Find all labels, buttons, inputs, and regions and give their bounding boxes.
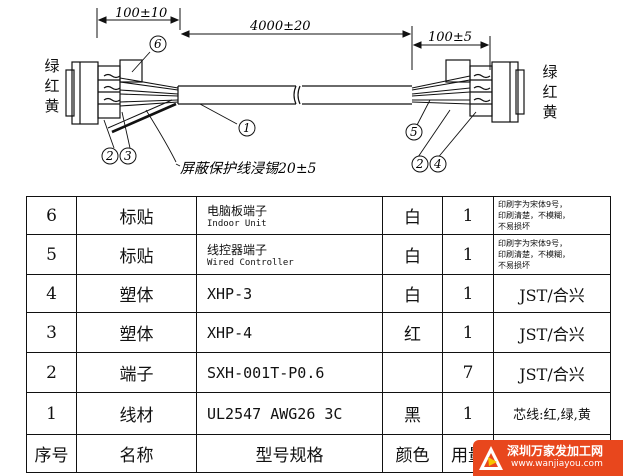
dimension-left-lead-label: 100±10 [115, 6, 167, 21]
name-cell: 端子 [76, 352, 197, 393]
svg-text:2: 2 [415, 157, 424, 171]
left-wire-colors: 绿 红 黄 [42, 56, 62, 116]
svg-text:6: 6 [154, 37, 162, 51]
dimension-right-lead [412, 36, 491, 70]
table-row: 4 塑体 XHP-3 白 1 JST/合兴 [26, 274, 611, 313]
model-sub-text: Indoor Unit [207, 219, 267, 229]
callout-5: 5 [405, 123, 423, 141]
seq-cell: 3 [26, 312, 77, 353]
color-cell: 白 [382, 196, 443, 235]
note-cell: 印刷字为宋体9号， 印刷清楚，不模糊， 不易损坏 [493, 234, 611, 275]
seq-cell: 6 [26, 196, 77, 235]
table-row: 6 标贴 电脑板端子 Indoor Unit 白 1 印刷字为宋体9号， 印刷清… [26, 196, 611, 235]
color-cell: 黑 [382, 392, 443, 435]
note-cell: JST/合兴 [493, 274, 611, 313]
note-line: 印刷清楚，不模糊， [498, 250, 570, 259]
note-line: 印刷字为宋体9号， [498, 200, 568, 209]
note-cell: JST/合兴 [493, 352, 611, 393]
callout-6: 6 [149, 35, 167, 53]
svg-text:4: 4 [433, 157, 442, 171]
color-cell: 白 [382, 274, 443, 313]
note-line: 印刷清楚，不模糊， [498, 211, 570, 220]
right-color-green: 绿 [542, 63, 558, 81]
model-cell: UL2547 AWG26 3C [196, 392, 383, 435]
qty-cell: 1 [442, 196, 494, 235]
right-color-red: 红 [542, 83, 558, 101]
svg-text:3: 3 [124, 149, 132, 163]
callout-1: 1 [238, 119, 256, 137]
qty-cell: 1 [442, 234, 494, 275]
left-color-green: 绿 [44, 57, 60, 75]
dimension-right-lead-label: 100±5 [428, 30, 472, 45]
seq-cell: 1 [26, 392, 77, 435]
table-row: 5 标贴 线控器端子 Wired Controller 白 1 印刷字为宋体9号… [26, 234, 611, 275]
callout-leaders [103, 51, 477, 167]
model-cell: 电脑板端子 Indoor Unit [196, 196, 383, 235]
watermark-text: 深圳万家发加工网 [507, 444, 604, 458]
note-cell: 芯线:红,绿,黄 [493, 392, 611, 435]
header-color: 颜色 [382, 434, 443, 473]
seq-cell: 5 [26, 234, 77, 275]
shield-note: 屏蔽保护线浸锡20±5 [180, 161, 317, 177]
qty-cell: 1 [442, 312, 494, 353]
main-cable [177, 85, 412, 105]
model-main-text: 电脑板端子 [207, 204, 268, 218]
model-cell: XHP-3 [196, 274, 383, 313]
model-main-text: 线控器端子 [207, 243, 268, 257]
name-cell: 塑体 [76, 274, 197, 313]
seq-cell: 4 [26, 274, 77, 313]
cable-assembly-drawing: 100±10 4000±20 100±5 [65, 6, 525, 177]
svg-text:2: 2 [105, 149, 114, 163]
note-cell: 印刷字为宋体9号， 印刷清楚，不模糊， 不易损坏 [493, 196, 611, 235]
name-cell: 标贴 [76, 196, 197, 235]
name-cell: 标贴 [76, 234, 197, 275]
header-seq: 序号 [26, 434, 77, 473]
model-cell: XHP-4 [196, 312, 383, 353]
callout-3-left: 3 [119, 147, 137, 165]
model-cell: 线控器端子 Wired Controller [196, 234, 383, 275]
note-line: 不易损坏 [498, 222, 530, 231]
watermark-url: www.wanjiayou.com [511, 459, 603, 469]
right-wire-fan [411, 75, 471, 105]
name-cell: 线材 [76, 392, 197, 435]
name-cell: 塑体 [76, 312, 197, 353]
callout-4-right: 4 [429, 155, 447, 173]
right-connector [445, 59, 525, 123]
note-line: 不易损坏 [498, 261, 530, 270]
svg-text:5: 5 [410, 125, 418, 139]
table-row: 1 线材 UL2547 AWG26 3C 黑 1 芯线:红,绿,黄 [26, 392, 611, 435]
seq-cell: 2 [26, 352, 77, 393]
dimension-cable-length [180, 26, 413, 70]
dimension-cable-length-label: 4000±20 [249, 19, 311, 34]
color-cell [382, 352, 443, 393]
bill-of-materials-table: 6 标贴 电脑板端子 Indoor Unit 白 1 印刷字为宋体9号， 印刷清… [26, 196, 611, 473]
right-wire-colors: 绿 红 黄 [540, 62, 560, 122]
right-color-yellow: 黄 [542, 103, 558, 121]
shield-drain-wire [107, 99, 177, 134]
note-line: 印刷字为宋体9号， [498, 239, 568, 248]
qty-cell: 1 [442, 392, 494, 435]
note-cell: JST/合兴 [493, 312, 611, 353]
callout-2-left: 2 [101, 147, 119, 165]
table-row: 2 端子 SXH-001T-P0.6 7 JST/合兴 [26, 352, 611, 393]
color-cell: 红 [382, 312, 443, 353]
svg-text:1: 1 [243, 121, 251, 135]
left-color-red: 红 [44, 77, 60, 95]
watermark: 深圳万家发加工网 www.wanjiayou.com [473, 440, 623, 476]
color-cell: 白 [382, 234, 443, 275]
model-sub-text: Wired Controller [207, 258, 294, 268]
left-color-yellow: 黄 [44, 97, 60, 115]
dimension-left-lead [96, 8, 181, 38]
callout-2-right: 2 [411, 155, 429, 173]
header-model: 型号规格 [196, 434, 383, 473]
model-cell: SXH-001T-P0.6 [196, 352, 383, 393]
left-connector [65, 59, 143, 125]
table-row: 3 塑体 XHP-4 红 1 JST/合兴 [26, 312, 611, 353]
watermark-logo-icon [479, 446, 503, 470]
left-wire-fan [119, 77, 179, 107]
header-name: 名称 [76, 434, 197, 473]
qty-cell: 1 [442, 274, 494, 313]
qty-cell: 7 [442, 352, 494, 393]
